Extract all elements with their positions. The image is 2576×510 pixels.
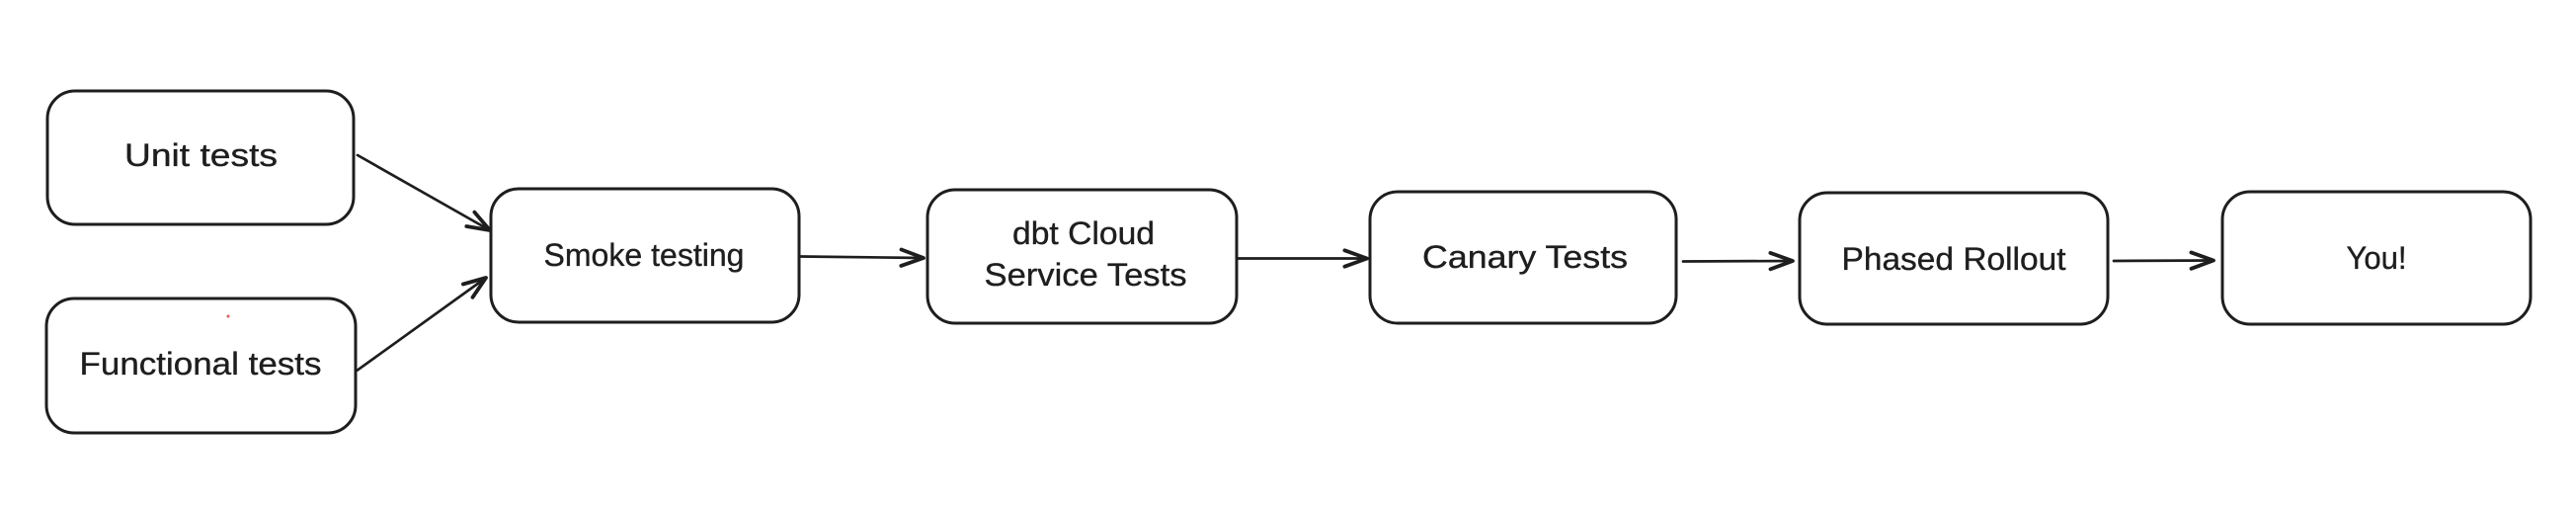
svg-text:Phased Rollout: Phased Rollout <box>1842 241 2066 277</box>
svg-text:Functional tests: Functional tests <box>80 346 322 382</box>
svg-text:Smoke testing: Smoke testing <box>544 237 745 273</box>
svg-text:Service Tests: Service Tests <box>985 257 1187 293</box>
svg-text:Canary Tests: Canary Tests <box>1422 239 1628 275</box>
svg-text:dbt Cloud: dbt Cloud <box>1012 215 1155 251</box>
svg-text:You!: You! <box>2347 240 2407 276</box>
svg-text:Unit tests: Unit tests <box>124 137 278 173</box>
